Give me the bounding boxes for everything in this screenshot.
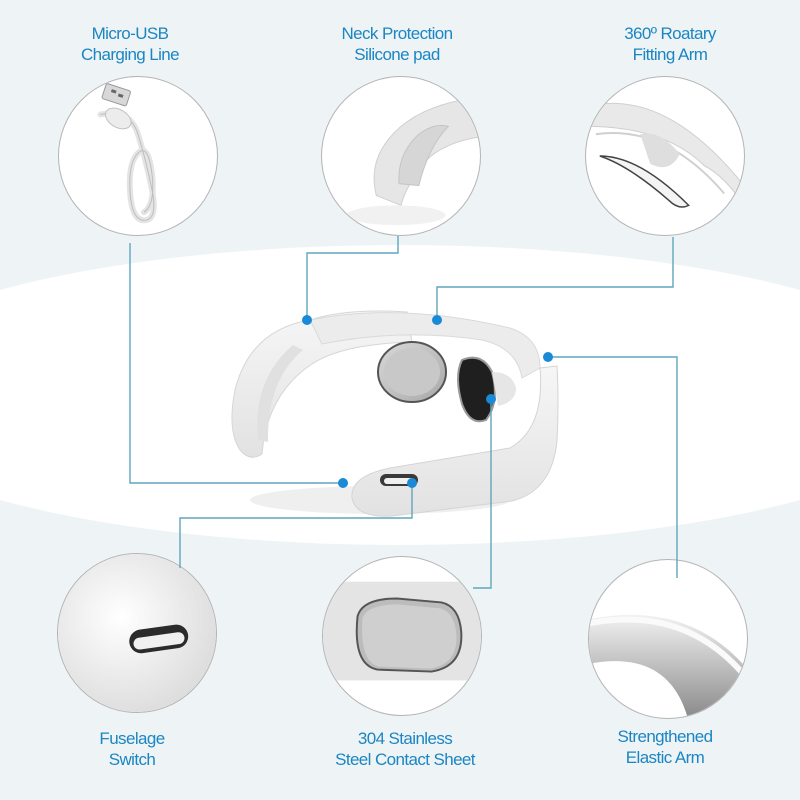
- label-micro-usb: Micro-USB Charging Line: [20, 23, 240, 65]
- label-fuselage-switch: Fuselage Switch: [22, 728, 242, 770]
- label-line: Steel Contact Sheet: [335, 750, 475, 769]
- label-line: 360º Roatary: [624, 24, 716, 43]
- label-line: Micro-USB: [91, 24, 169, 43]
- label-neck-protection: Neck Protection Silicone pad: [287, 23, 507, 65]
- label-fitting-arm: 360º Roatary Fitting Arm: [560, 23, 780, 65]
- label-line: Elastic Arm: [625, 748, 705, 767]
- label-line: Charging Line: [80, 45, 180, 64]
- label-line: Silicone pad: [354, 45, 440, 64]
- label-line: Neck Protection: [341, 24, 454, 43]
- label-line: 304 Stainless: [357, 729, 453, 748]
- label-line: Switch: [108, 750, 156, 769]
- label-line: Fitting Arm: [632, 45, 708, 64]
- usb-cable-icon: [58, 76, 218, 236]
- elastic-arm-icon: [588, 559, 748, 719]
- steel-contact-icon: [322, 556, 482, 716]
- label-line: Strengthened: [617, 727, 713, 746]
- label-steel-contact: 304 Stainless Steel Contact Sheet: [295, 728, 515, 770]
- label-line: Fuselage: [99, 729, 165, 748]
- silicone-pad-icon: [321, 76, 481, 236]
- label-elastic-arm: Strengthened Elastic Arm: [555, 726, 775, 768]
- power-switch-icon: [57, 553, 217, 713]
- rotary-arm-icon: [585, 76, 745, 236]
- neck-massager-device: [200, 290, 580, 520]
